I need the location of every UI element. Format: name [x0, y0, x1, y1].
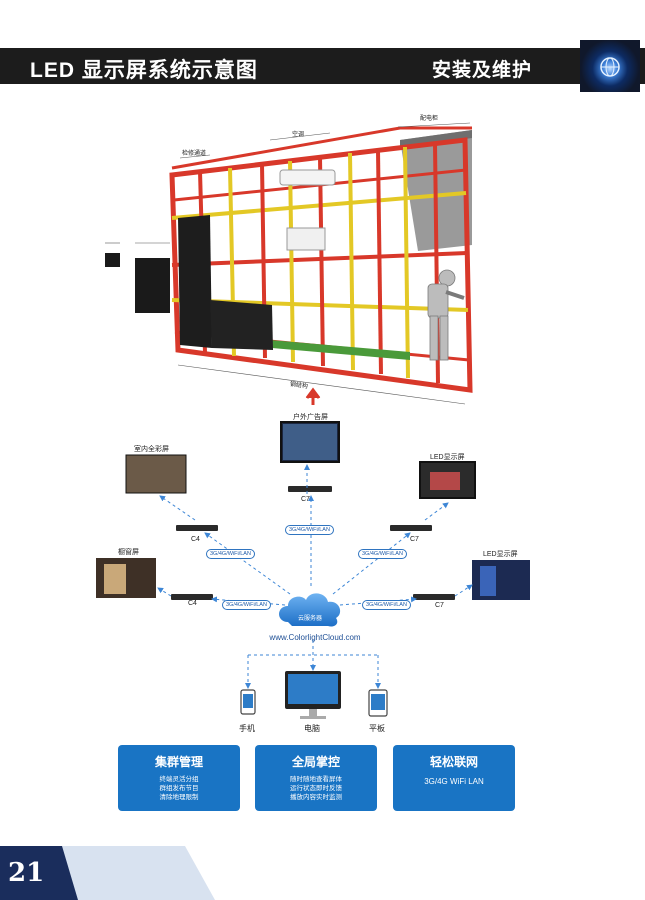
controller-tr: [390, 525, 432, 531]
controller-bl-label: C4: [188, 600, 197, 607]
feature-card-line: 清除地理限制: [159, 794, 199, 801]
tablet-label: 平板: [369, 724, 385, 733]
feature-card-network: 轻松联网 3G/4G WiFi LAN: [393, 745, 515, 811]
feature-card-line: 终端灵活分组: [159, 776, 199, 783]
controller-br-label: C7: [435, 602, 444, 609]
feature-card-cluster: 集群管理 终端灵活分组 群组发布节目 清除地理限制: [118, 745, 240, 811]
feature-card-title: 集群管理: [154, 755, 203, 769]
section-title: 安装及维护: [432, 60, 533, 81]
screen-tl: [125, 454, 187, 494]
controller-br: [413, 594, 455, 600]
controller-tr-label: C7: [410, 536, 419, 543]
screen-br-label: LED显示屏: [483, 551, 518, 558]
computer-label: 电脑: [304, 724, 320, 733]
cloud-icon: [279, 593, 341, 627]
controller-tl-label: C4: [191, 536, 200, 543]
controller-bl: [171, 594, 213, 600]
page-number-badge: [0, 846, 78, 900]
controller-tl: [176, 525, 218, 531]
feature-card-line: 随时随地查看屏体: [290, 776, 342, 783]
feature-card-line: 群组发布节目: [159, 785, 199, 792]
protocol-tag-br: 3G/4G/WiFi/LAN: [362, 600, 411, 610]
screen-bl-label: 橱窗屏: [118, 549, 139, 556]
phone-icon: [240, 689, 256, 715]
dim-label-cabinet: 配电柜: [420, 116, 439, 122]
controller-center-label: C7: [301, 496, 310, 503]
globe-icon: [580, 40, 640, 92]
dim-label-aircon: 空调: [292, 132, 305, 138]
protocol-tag-bl: 3G/4G/WiFi/LAN: [222, 600, 271, 610]
screen-center-label: 户外广告屏: [293, 414, 328, 421]
screen-tl-label: 室内全彩屏: [134, 446, 169, 453]
protocol-tag-center: 3G/4G/WiFi/LAN: [285, 525, 334, 535]
dim-label-walkway: 检修通道: [182, 151, 207, 157]
protocol-tag-tr: 3G/4G/WiFi/LAN: [358, 549, 407, 559]
screen-tr: [419, 461, 476, 499]
worker-figure: [427, 269, 465, 361]
cloud-url: www.ColorlightCloud.com: [269, 633, 361, 642]
feature-card-line: 运行状态即时反馈: [290, 785, 342, 792]
cloud-label: 云服务器: [297, 616, 322, 622]
feature-card-line: 3G/4G WiFi LAN: [424, 777, 484, 786]
computer-icon: [285, 671, 341, 719]
header-bar: LED 显示屏系统示意图 安装及维护: [0, 40, 645, 92]
feature-card-title: 全局掌控: [291, 755, 340, 769]
tablet-icon: [368, 689, 388, 717]
protocol-tag-tl: 3G/4G/WiFi/LAN: [206, 549, 255, 559]
feature-card-title: 轻松联网: [429, 755, 478, 769]
phone-label: 手机: [239, 724, 255, 733]
steel-frame: [105, 122, 473, 405]
screen-tr-label: LED显示屏: [430, 454, 465, 461]
page-number: 21: [8, 858, 45, 888]
feature-card-line: 播放内容实时监测: [290, 794, 342, 801]
page-title: LED 显示屏系统示意图: [30, 59, 258, 82]
controller-center: [288, 486, 332, 492]
feature-card-global: 全局掌控 随时随地查看屏体 运行状态即时反馈 播放内容实时监测: [255, 745, 377, 811]
